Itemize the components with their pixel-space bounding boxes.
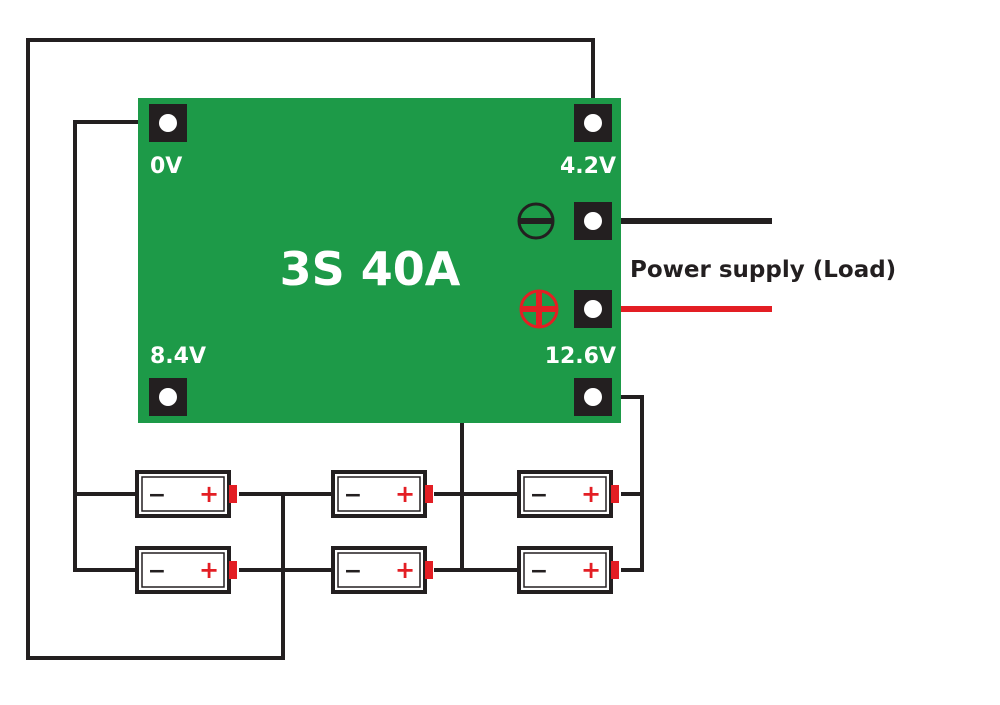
battery-positive-cap	[611, 485, 619, 503]
battery-body	[517, 470, 613, 518]
pad-4v2	[574, 104, 612, 142]
battery-body	[331, 546, 427, 594]
battery-inner-outline	[523, 552, 607, 588]
wiring	[26, 38, 772, 660]
battery-plus-sign: +	[199, 480, 219, 508]
battery-body	[135, 546, 231, 594]
pad-12v6	[574, 378, 612, 416]
plus-polarity-icon	[519, 289, 559, 329]
battery-cell-2-3: −+	[517, 546, 619, 594]
battery-cell-2-1: −+	[135, 546, 237, 594]
load-label: Power supply (Load)	[630, 257, 896, 283]
wire-4v2-loop	[26, 38, 595, 660]
wire-0v	[73, 120, 168, 572]
battery-positive-cap	[229, 561, 237, 579]
battery-inner-outline	[141, 552, 225, 588]
minus-polarity-icon	[517, 202, 555, 240]
battery-cell-1-2: −+	[331, 470, 433, 518]
board-title: 3S 40A	[280, 242, 461, 296]
battery-body	[135, 470, 231, 518]
battery-positive-cap	[425, 485, 433, 503]
battery-inner-outline	[337, 552, 421, 588]
label-12v6: 12.6V	[545, 344, 616, 369]
pad-load-negative	[574, 202, 612, 240]
battery-inner-outline	[337, 476, 421, 512]
battery-inner-outline	[141, 476, 225, 512]
battery-minus-sign: −	[530, 483, 548, 508]
label-4v2: 4.2V	[560, 154, 616, 179]
battery-minus-sign: −	[148, 559, 166, 584]
battery-cell-1-3: −+	[517, 470, 619, 518]
battery-plus-sign: +	[199, 556, 219, 584]
battery-minus-sign: −	[344, 483, 362, 508]
battery-cell-2-2: −+	[331, 546, 433, 594]
pad-0v	[149, 104, 187, 142]
battery-positive-cap	[611, 561, 619, 579]
battery-plus-sign: +	[395, 480, 415, 508]
battery-cell-1-1: −+	[135, 470, 237, 518]
battery-minus-sign: −	[344, 559, 362, 584]
battery-inner-outline	[523, 476, 607, 512]
battery-plus-sign: +	[581, 480, 601, 508]
bms-board	[138, 98, 621, 423]
battery-body	[331, 470, 427, 518]
battery-positive-cap	[229, 485, 237, 503]
pad-8v4	[149, 378, 187, 416]
battery-plus-sign: +	[581, 556, 601, 584]
pad-load-positive	[574, 290, 612, 328]
battery-positive-cap	[425, 561, 433, 579]
label-8v4: 8.4V	[150, 344, 206, 369]
battery-minus-sign: −	[530, 559, 548, 584]
battery-minus-sign: −	[148, 483, 166, 508]
battery-array: −+−+−+−+−+−+	[135, 470, 619, 594]
battery-plus-sign: +	[395, 556, 415, 584]
label-0v: 0V	[150, 154, 182, 179]
